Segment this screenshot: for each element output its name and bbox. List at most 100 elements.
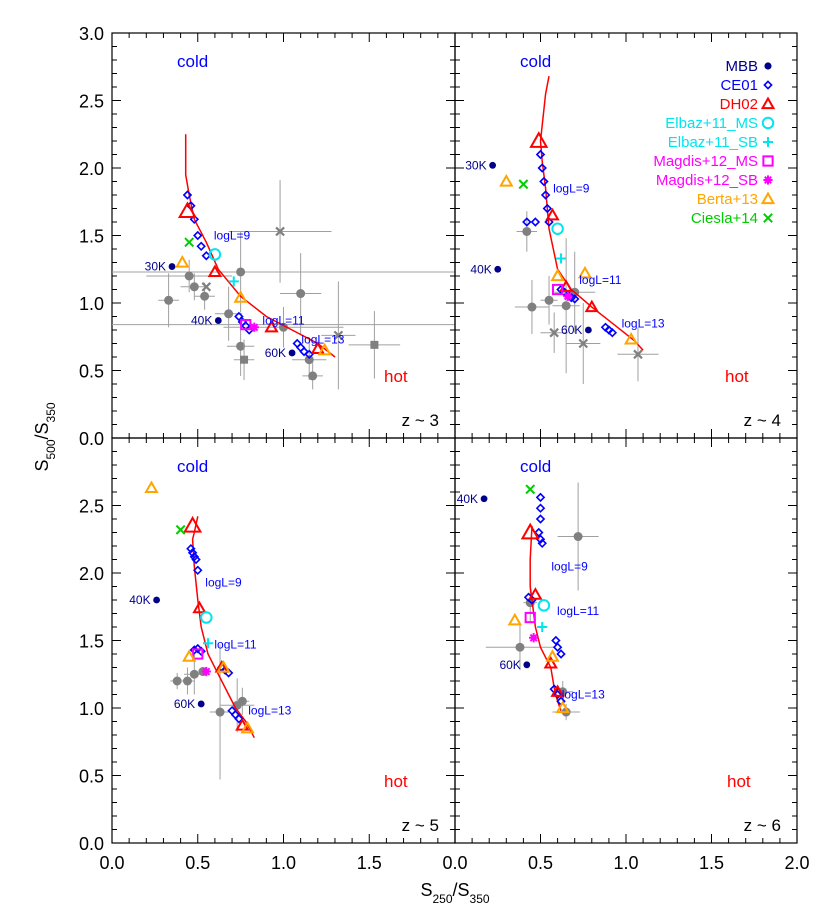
- ce01-point: [530, 217, 541, 227]
- x-tick-label: 0.5: [185, 853, 210, 873]
- ce01-point: [234, 311, 244, 322]
- gray-point: [189, 282, 199, 292]
- ce01-point: [544, 217, 554, 227]
- berta-point: [175, 255, 190, 268]
- dh02-point: [584, 299, 599, 313]
- mbb-point: [489, 161, 497, 169]
- magdis-sb-point: [249, 322, 259, 332]
- gray-point: [578, 338, 589, 349]
- hot-label: hot: [727, 772, 751, 791]
- x-tick-label: 0.0: [99, 853, 124, 873]
- gray-point: [544, 295, 554, 305]
- mbb-point: [168, 263, 176, 270]
- elbaz-sb-point: [555, 253, 567, 264]
- gray-point: [236, 341, 246, 351]
- ce01-point: [537, 538, 547, 549]
- ce01-point: [299, 346, 309, 357]
- berta-point: [216, 660, 231, 673]
- ce01-point: [182, 190, 193, 200]
- logl-label: logL=13: [301, 332, 344, 346]
- redshift-label: z ~ 4: [744, 411, 781, 430]
- x-tick-label: 1.0: [271, 853, 296, 873]
- redshift-label: z ~ 3: [402, 411, 439, 430]
- dh02-point: [207, 264, 223, 278]
- gray-point: [189, 669, 199, 679]
- ce01-point: [556, 649, 566, 659]
- panel-z3: 0.00.51.01.52.02.53.030K40K60KlogL=9logL…: [79, 24, 456, 449]
- logl-label: logL=11: [214, 638, 256, 652]
- logl-label: logL=11: [262, 314, 304, 328]
- dh02-point: [310, 341, 325, 354]
- mbb-point: [288, 349, 296, 357]
- berta-point: [545, 649, 560, 662]
- berta-point: [240, 720, 255, 734]
- dh02-point: [192, 600, 207, 614]
- mbb-point: [197, 700, 205, 708]
- ce01-point: [189, 214, 200, 225]
- ce01-point: [535, 149, 546, 160]
- berta-point: [233, 290, 248, 303]
- berta-point: [577, 265, 593, 279]
- dh02-point: [183, 515, 203, 533]
- ce01-point: [607, 327, 618, 338]
- ce01-point: [292, 338, 302, 349]
- berta-point: [181, 649, 197, 662]
- magdis-sb-point: [201, 666, 211, 677]
- mbb-point: [494, 265, 502, 273]
- ce01-point: [193, 230, 203, 241]
- gray-point: [172, 676, 182, 686]
- ce01-point: [540, 190, 551, 200]
- cold-label: cold: [177, 52, 208, 71]
- dh02-point: [558, 279, 574, 292]
- legend-marker: [763, 213, 773, 223]
- x-tick-label: 1.5: [357, 853, 382, 873]
- dh02-point: [543, 655, 558, 669]
- legend-label: Elbaz+11_SB: [668, 134, 758, 151]
- ce01-point: [522, 217, 532, 227]
- mbb-temperature-label: 30K: [465, 158, 486, 172]
- legend-label: Berta+13: [697, 191, 758, 208]
- y-tick-label: 1.0: [79, 699, 104, 719]
- dh02-point: [264, 319, 279, 333]
- legend-marker: [762, 155, 774, 167]
- x-tick-label: 2.0: [784, 853, 809, 873]
- logl-label: logL=13: [622, 316, 665, 330]
- x-tick-label: 0.0: [442, 853, 467, 873]
- dh02-point: [545, 207, 560, 221]
- ce01-point: [535, 503, 546, 513]
- gray-point: [164, 295, 174, 305]
- ciesla-point: [518, 179, 529, 190]
- berta-point: [144, 480, 159, 494]
- berta-point: [317, 342, 332, 356]
- y-tick-label: 2.5: [79, 92, 104, 112]
- elbaz-sb-point: [537, 621, 548, 633]
- dh02-point: [528, 587, 543, 600]
- legend-label: DH02: [720, 96, 758, 113]
- ciesla-point: [184, 237, 195, 248]
- y-tick-label: 2.0: [79, 159, 104, 179]
- mbb-temperature-label: 40K: [470, 262, 491, 276]
- mbb-temperature-label: 60K: [174, 697, 195, 711]
- dh02-point: [529, 131, 549, 148]
- gray-point: [333, 330, 344, 341]
- gray-point: [370, 340, 379, 349]
- ce01-point: [535, 514, 546, 524]
- mbb-temperature-label: 60K: [499, 658, 520, 672]
- y-tick-label: 1.5: [79, 632, 104, 652]
- legend-label: Magdis+12_MS: [653, 153, 758, 170]
- ce01-point: [551, 635, 561, 646]
- y-tick-label: 1.0: [79, 294, 104, 314]
- cold-label: cold: [177, 457, 208, 476]
- gray-point: [275, 226, 285, 237]
- gray-point: [561, 301, 571, 311]
- legend-marker: [760, 191, 776, 205]
- logl-label: logL=9: [205, 575, 242, 589]
- y-tick-label: 1.5: [79, 227, 104, 247]
- legend-label: MBB: [725, 58, 758, 75]
- panels-layer: 0.00.51.01.52.02.53.030K40K60KlogL=9logL…: [79, 24, 810, 873]
- redshift-label: z ~ 5: [402, 816, 439, 835]
- y-tick-label: 0.0: [79, 834, 104, 854]
- ce01-point: [186, 543, 196, 554]
